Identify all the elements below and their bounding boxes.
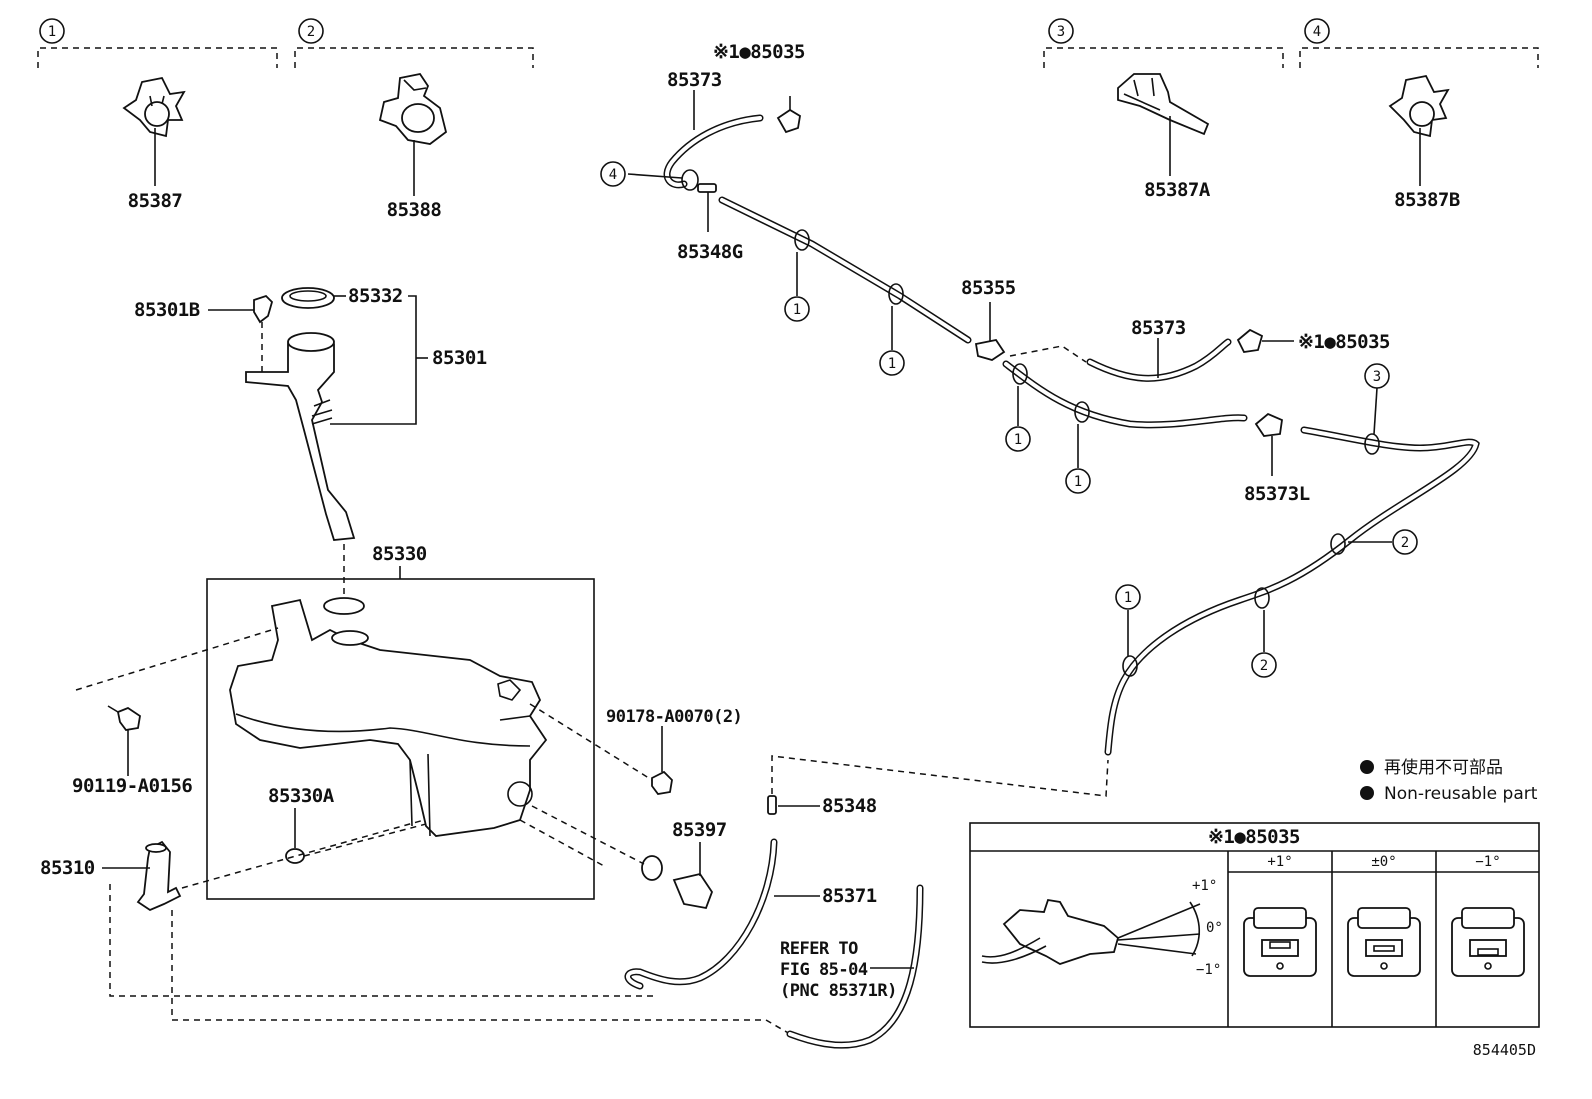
check-valve-85355-icon xyxy=(974,302,1006,361)
callout-number: 1 xyxy=(888,356,896,372)
clip-85301B-icon xyxy=(253,294,274,324)
callout-number: 2 xyxy=(1260,658,1268,674)
part-label: 85301 xyxy=(432,347,487,369)
part-label: 85373L xyxy=(1244,483,1310,505)
part-label: ※1●85035 xyxy=(713,41,805,63)
part-label: 85348 xyxy=(822,795,877,817)
refer-line: FIG 85-04 xyxy=(780,960,868,980)
bolt-90119-icon xyxy=(107,705,141,731)
callout-number: 1 xyxy=(1124,590,1132,606)
part-label: 85373 xyxy=(1131,317,1186,339)
callout-number: 2 xyxy=(307,24,315,40)
nozzle-front-minus1-icon xyxy=(1451,907,1525,977)
part-label: 90119-A0156 xyxy=(72,775,192,797)
legend-jp: 再使用不可部品 xyxy=(1384,757,1503,778)
inset-scale: 0° xyxy=(1206,920,1223,936)
cap-85332-icon xyxy=(281,287,335,309)
clip-85387-icon xyxy=(122,76,186,138)
pump-85310-icon xyxy=(136,840,182,912)
legend: 再使用不可部品 Non-reusable part xyxy=(1360,757,1538,804)
part-label: 90178-A0070(2) xyxy=(606,707,742,727)
nozzle-85035-top-icon xyxy=(776,96,801,134)
callout-number: 3 xyxy=(1373,369,1381,385)
washer-tank-icon xyxy=(229,598,548,837)
part-label: 85371 xyxy=(822,885,877,907)
part-label: 85330 xyxy=(372,543,427,565)
clip-group-3: 3 85387A xyxy=(1043,18,1284,201)
callout-number: 1 xyxy=(48,24,56,40)
part-label: 85397 xyxy=(672,819,727,841)
joint-85348G-icon xyxy=(697,183,717,232)
clip-85387A-icon xyxy=(1117,73,1210,136)
callout-number: 4 xyxy=(609,167,617,183)
callout-number: 4 xyxy=(1313,24,1321,40)
grommet-85397-icon xyxy=(641,855,714,910)
nozzle-side-view-icon xyxy=(981,898,1201,965)
nut-90178-icon xyxy=(651,770,673,795)
clip-group-4: 4 85387B xyxy=(1299,18,1539,211)
part-label: 85330A xyxy=(268,785,335,807)
part-label: 85310 xyxy=(40,857,95,879)
filler-pipe-85301 xyxy=(245,332,356,541)
grommet-top-icon xyxy=(323,597,365,615)
part-label: 85387 xyxy=(128,190,183,212)
callout-number: 2 xyxy=(1401,535,1409,551)
part-label: 85348G xyxy=(677,241,743,263)
part-label: 85355 xyxy=(961,277,1016,299)
inset-scale: +1° xyxy=(1192,878,1217,894)
clip-group-2: 2 85388 xyxy=(294,18,534,221)
nozzle-85373L-icon xyxy=(1254,412,1283,476)
clip-85388-icon xyxy=(378,72,448,145)
callout-number: 1 xyxy=(1074,474,1082,490)
legend-en: Non-reusable part xyxy=(1384,784,1538,804)
callout-number: 3 xyxy=(1057,24,1065,40)
callout-number: 1 xyxy=(1014,432,1022,448)
part-label: 85332 xyxy=(348,285,403,307)
grommet-85330A-icon xyxy=(285,848,305,864)
figure-id: 854405D xyxy=(1473,1041,1536,1059)
part-label: 85301B xyxy=(134,299,200,321)
part-label: ※1●85035 xyxy=(1298,331,1390,353)
nozzle-front-zero-icon xyxy=(1347,907,1421,977)
inset-angle: −1° xyxy=(1475,854,1500,870)
nozzle-85035-mid-icon xyxy=(1236,328,1294,353)
nozzle-front-plus1-icon xyxy=(1243,907,1317,977)
hose-upper xyxy=(663,114,1480,756)
joint-85348-icon xyxy=(767,795,777,815)
refer-line: (PNC 85371R) xyxy=(780,981,897,1001)
clip-group-1: 1 85387 xyxy=(37,18,278,212)
clip-85387B-icon xyxy=(1388,74,1450,138)
part-label: 85387A xyxy=(1144,179,1211,201)
hose-callouts: 4 1 1 1 1 3 2 2 1 xyxy=(600,161,1418,678)
part-label: 85373 xyxy=(667,69,722,91)
nozzle-angle-inset: ※1●85035 +1° ±0° −1° +1° 0° −1° xyxy=(969,822,1540,1028)
callout-number: 1 xyxy=(793,302,801,318)
inset-angle: +1° xyxy=(1267,854,1292,870)
part-label: 85388 xyxy=(387,199,442,221)
part-label: 85387B xyxy=(1394,189,1460,211)
inset-angle: ±0° xyxy=(1371,854,1396,870)
inset-scale: −1° xyxy=(1196,962,1221,978)
inset-title: ※1●85035 xyxy=(1208,826,1300,848)
refer-line: REFER TO xyxy=(780,939,858,959)
